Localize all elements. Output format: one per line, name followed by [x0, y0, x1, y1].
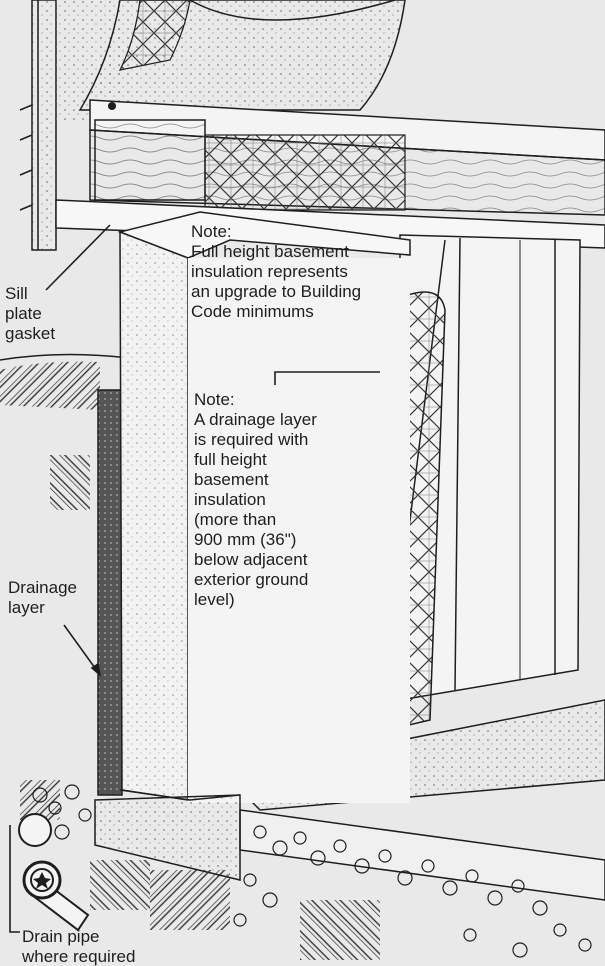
leader-lines — [9, 224, 380, 933]
drainage-layer-label: Drainage layer — [8, 578, 77, 617]
note-1-heading: Note: — [191, 222, 232, 241]
drain-pipe — [18, 813, 90, 932]
drain-pipe-label: Drain pipe where required — [22, 927, 136, 966]
foundation-wall — [117, 211, 411, 803]
footing — [94, 789, 241, 881]
floor-insulation — [78, 0, 406, 111]
drainage-layer — [97, 389, 123, 796]
soil-hatching — [0, 353, 380, 960]
sill-plate-gasket-label: Sill plate gasket — [5, 284, 56, 343]
floor-framing — [55, 99, 605, 249]
note-1-body: Full height basement insulation represen… — [191, 242, 362, 321]
note-2-heading: Note: — [194, 390, 235, 409]
note-2-body: A drainage layer is required with full h… — [194, 410, 317, 609]
